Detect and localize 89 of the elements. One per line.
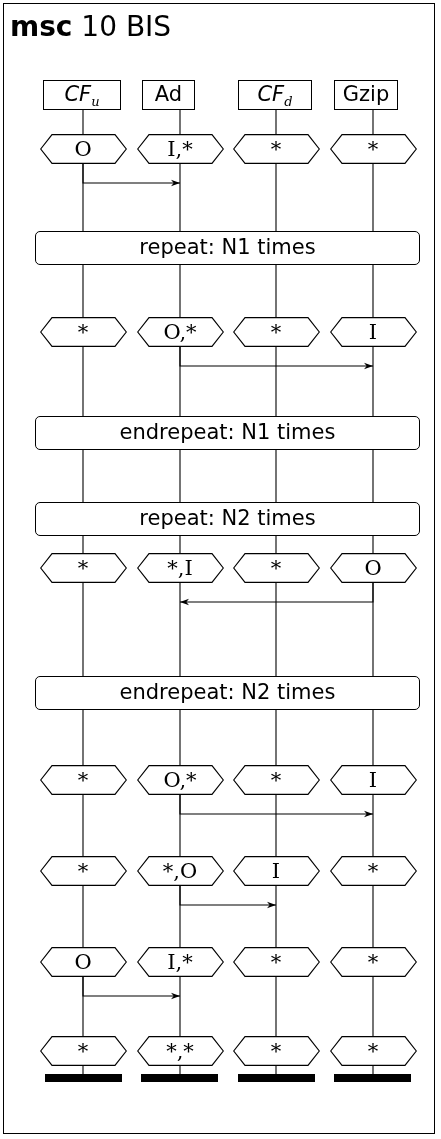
condition-hexagon: * [232,765,320,795]
message-arrow [82,976,181,1000]
diagram-title: msc 10 BIS [10,10,172,44]
lifeline [372,109,374,135]
condition-hexagon: * [232,134,320,164]
lifeline [275,264,277,318]
lifeline [179,109,181,135]
message-arrow [179,346,374,370]
lifeline [82,582,84,677]
lifeline [179,264,181,318]
condition-hexagon: I [329,317,417,347]
message-arrow [179,582,374,606]
lifeline [372,163,374,232]
lifeline [275,885,277,948]
lifeline [275,976,277,1037]
lifeline [179,535,181,554]
instance-box: CF$_{d}$ [238,80,312,110]
instance-box: CF$_{u}$ [43,80,121,110]
end-bar [334,1074,411,1082]
repeat-box: repeat: N1 times [35,231,420,265]
condition-hexagon: * [39,765,127,795]
condition-hexagon: *,* [136,1036,224,1066]
lifeline [82,1065,84,1075]
lifeline [82,794,84,857]
lifeline [82,109,84,135]
condition-hexagon: * [329,134,417,164]
message-arrow [179,794,374,818]
condition-hexagon: I [329,765,417,795]
lifeline [82,535,84,554]
condition-hexagon: * [329,856,417,886]
lifeline [275,535,277,554]
lifeline [82,346,84,417]
condition-hexagon: I [232,856,320,886]
condition-hexagon: * [232,1036,320,1066]
condition-hexagon: * [329,1036,417,1066]
lifeline [372,1065,374,1075]
lifeline [82,264,84,318]
condition-hexagon: O [329,553,417,583]
instance-box: Ad [142,80,195,110]
lifeline [179,163,181,232]
condition-hexagon: O [39,947,127,977]
lifeline [372,535,374,554]
condition-hexagon: * [39,317,127,347]
lifeline [372,794,374,857]
condition-hexagon: * [39,856,127,886]
condition-hexagon: * [232,317,320,347]
condition-hexagon: O,* [136,765,224,795]
lifeline [372,449,374,503]
message-arrow [179,885,277,909]
lifeline [179,709,181,766]
end-bar [238,1074,315,1082]
condition-hexagon: * [329,947,417,977]
repeat-box: endrepeat: N1 times [35,416,420,450]
lifeline [275,582,277,677]
lifeline [82,885,84,948]
lifeline [372,885,374,948]
end-bar [141,1074,218,1082]
condition-hexagon: * [39,553,127,583]
lifeline [372,346,374,417]
condition-hexagon: *,O [136,856,224,886]
condition-hexagon: I,* [136,947,224,977]
message-arrow [82,163,181,187]
condition-hexagon: * [232,947,320,977]
repeat-box: repeat: N2 times [35,502,420,536]
condition-hexagon: O [39,134,127,164]
lifeline [82,709,84,766]
lifeline [275,794,277,857]
lifeline [179,449,181,503]
lifeline [275,709,277,766]
lifeline [275,163,277,232]
condition-hexagon: * [39,1036,127,1066]
lifeline [372,709,374,766]
lifeline [372,976,374,1037]
lifeline [372,264,374,318]
repeat-box: endrepeat: N2 times [35,676,420,710]
condition-hexagon: * [232,553,320,583]
lifeline [82,449,84,503]
condition-hexagon: *,I [136,553,224,583]
lifeline [275,346,277,417]
lifeline [275,449,277,503]
instance-box: Gzip [334,80,398,110]
lifeline [275,109,277,135]
lifeline [179,1065,181,1075]
lifeline [275,1065,277,1075]
end-bar [45,1074,122,1082]
lifeline [179,582,181,677]
condition-hexagon: O,* [136,317,224,347]
lifeline [179,976,181,1037]
condition-hexagon: I,* [136,134,224,164]
